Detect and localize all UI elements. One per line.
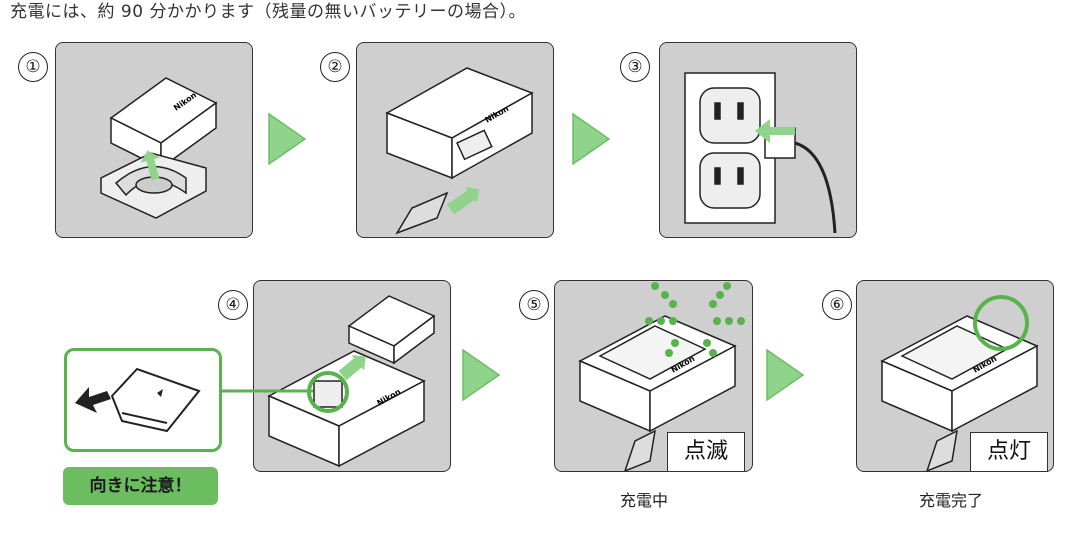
charging-caption: 充電中 bbox=[620, 491, 669, 510]
callout-line bbox=[215, 389, 313, 393]
step-2-number: ② bbox=[320, 52, 350, 82]
battery-into-charger-illustration: Nikon bbox=[267, 295, 436, 468]
charger-cable-illustration: Nikon bbox=[385, 67, 534, 235]
blink-label: 点滅 bbox=[667, 432, 745, 472]
orientation-warning-badge: 向きに注意！ bbox=[63, 467, 218, 505]
orientation-inset bbox=[64, 348, 222, 452]
next-arrow-icon bbox=[766, 348, 805, 402]
step-3-panel bbox=[659, 42, 857, 238]
step-5-number: ⑤ bbox=[519, 290, 549, 320]
step-2-panel: Nikon bbox=[356, 42, 554, 238]
next-arrow-icon bbox=[572, 112, 611, 166]
next-arrow-icon bbox=[268, 112, 307, 166]
step-6-panel: Nikon bbox=[856, 280, 1054, 472]
next-arrow-icon bbox=[462, 348, 501, 402]
orientation-arrow-icon bbox=[75, 367, 201, 433]
step-3-number: ③ bbox=[620, 52, 650, 82]
battery-insert-illustration: Nikon bbox=[100, 77, 218, 219]
step-6-number: ⑥ bbox=[822, 290, 852, 320]
step-4-panel: Nikon bbox=[253, 280, 451, 472]
complete-caption: 充電完了 bbox=[919, 491, 984, 510]
wall-outlet-illustration bbox=[684, 72, 837, 234]
lit-label: 点灯 bbox=[970, 432, 1048, 472]
step-1-number: ① bbox=[18, 52, 48, 82]
charging-illustration: Nikon bbox=[578, 282, 745, 471]
step-4-number: ④ bbox=[218, 290, 248, 320]
step-1-panel: Nikon bbox=[55, 42, 253, 238]
charge-complete-illustration: Nikon bbox=[880, 295, 1039, 471]
intro-text: 充電には、約 90 分かかります（残量の無いバッテリーの場合）。 bbox=[10, 2, 526, 22]
